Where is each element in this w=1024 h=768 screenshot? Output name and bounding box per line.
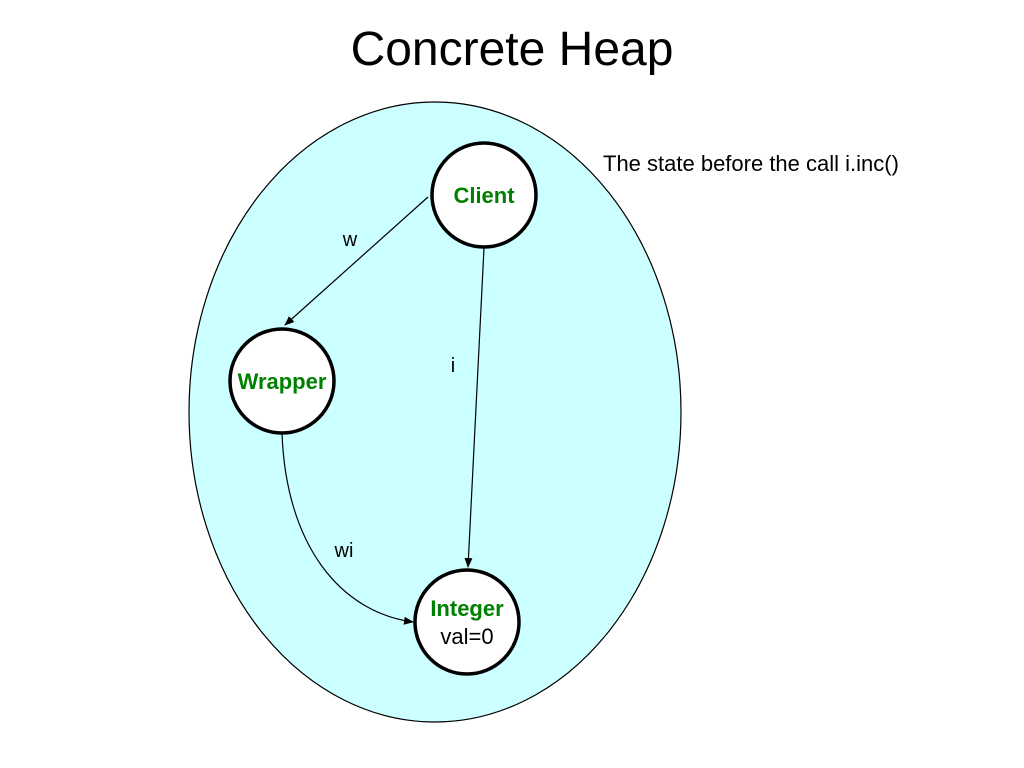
- node-integer: Integer val=0: [413, 568, 521, 676]
- edge-i-arrow: [464, 247, 485, 568]
- node-integer-value: val=0: [440, 624, 493, 649]
- page-title: Concrete Heap: [350, 23, 674, 76]
- node-wrapper: Wrapper: [228, 327, 336, 435]
- edge-wi-arrow: [281, 432, 414, 625]
- edge-w-label: w: [342, 229, 358, 251]
- node-client-label: Client: [453, 183, 515, 208]
- edge-w-arrow: [284, 196, 429, 326]
- node-integer-label: Integer: [430, 596, 504, 621]
- node-wrapper-label: Wrapper: [238, 369, 327, 394]
- heap-region: [188, 101, 682, 723]
- edge-wi-label: wi: [334, 540, 354, 562]
- node-client: Client: [430, 141, 538, 249]
- edge-i-label: i: [451, 355, 455, 377]
- state-caption: The state before the call i.inc(): [603, 151, 899, 176]
